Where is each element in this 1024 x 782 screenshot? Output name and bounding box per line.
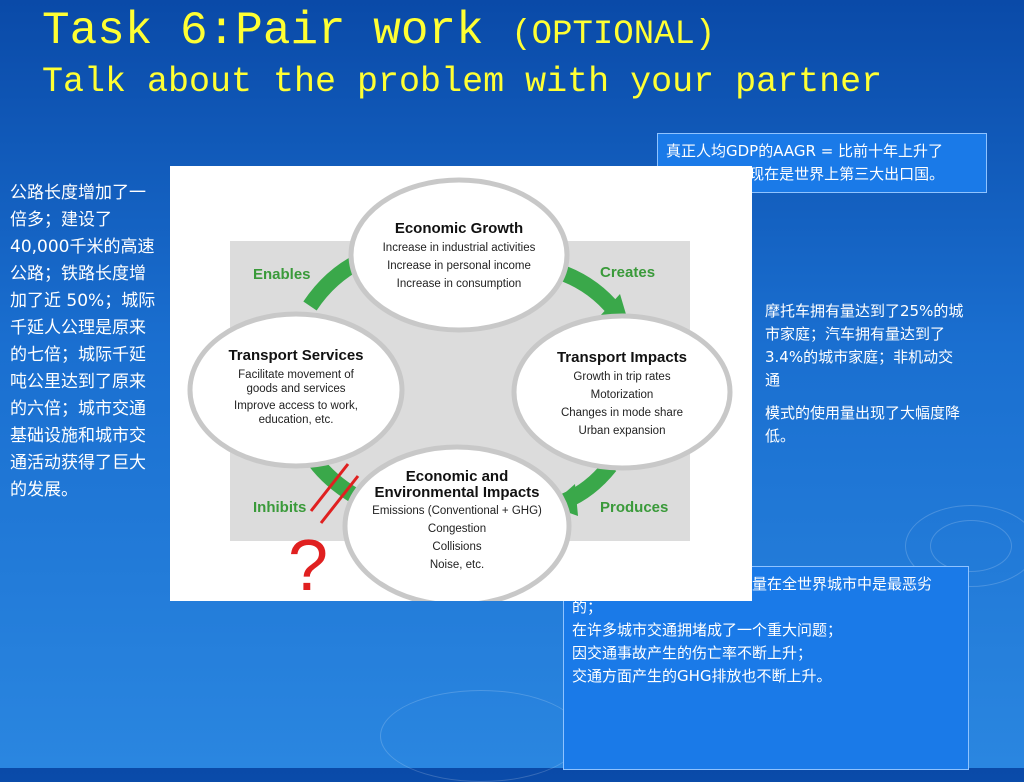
svg-text:Environmental Impacts: Environmental Impacts [374,484,539,501]
motorization-note: 摩托车拥有量达到了25%的城市家庭；汽车拥有量达到了3.4%的城市家庭；非机动交… [765,300,965,458]
svg-text:Urban expansion: Urban expansion [579,425,666,437]
svg-text:Increase in personal income: Increase in personal income [387,260,531,272]
label-produces: Produces [600,499,668,516]
slide-subtitle: Talk about the problem with your partner [42,61,883,102]
node-transport-services: Transport Services Facilitate movement o… [187,311,405,469]
svg-text:Increase in consumption: Increase in consumption [397,278,522,290]
node-environmental-impacts: Economic and Environmental Impacts Emiss… [342,444,572,601]
title-optional: (OPTIONAL) [511,16,716,54]
impacts-note-line: 在许多城市交通拥堵成了一个重大问题； [572,621,843,639]
svg-text:Facilitate movement of: Facilitate movement of [238,369,354,381]
svg-text:Growth in trip rates: Growth in trip rates [573,371,670,383]
svg-text:Collisions: Collisions [432,541,481,553]
impacts-note-line: 因交通事故产生的伤亡率不断上升； [572,644,813,662]
background-ripple [380,690,582,782]
title-main: Task 6:Pair work [42,5,484,57]
impacts-note-line: 交通方面产生的GHG排放也不断上升。 [572,667,832,685]
svg-text:Changes in mode share: Changes in mode share [561,407,683,419]
label-enables: Enables [253,266,311,283]
svg-text:education, etc.: education, etc. [259,414,334,426]
label-creates: Creates [600,264,655,281]
svg-text:Congestion: Congestion [428,523,486,535]
strike-mark [309,463,360,524]
motorization-note-p1: 摩托车拥有量达到了25%的城市家庭；汽车拥有量达到了3.4%的城市家庭；非机动交… [765,302,964,389]
motorization-note-p2: 模式的使用量出现了大幅度降低。 [765,404,961,445]
svg-text:Noise, etc.: Noise, etc. [430,559,484,571]
node-transport-impacts: Transport Impacts Growth in trip rates M… [511,313,733,471]
svg-text:Motorization: Motorization [591,389,654,401]
svg-text:Transport Services: Transport Services [228,347,363,364]
label-inhibits: Inhibits [253,499,306,516]
title-line: Task 6:Pair work (OPTIONAL) [42,6,882,57]
svg-text:goods and services: goods and services [246,383,345,395]
svg-text:Increase in industrial activit: Increase in industrial activities [383,242,536,254]
node-title: Economic Growth [395,220,523,237]
svg-text:Economic and: Economic and [406,468,509,485]
question-mark: ? [288,526,329,606]
slide-title: Task 6:Pair work (OPTIONAL) Talk about t… [42,6,882,101]
svg-text:Transport Impacts: Transport Impacts [557,349,687,366]
svg-text:Emissions (Conventional + GHG): Emissions (Conventional + GHG) [372,505,542,517]
transport-cycle-diagram: Enables Creates Produces Inhibits Econom… [170,166,752,601]
svg-text:Improve access to work,: Improve access to work, [234,400,358,412]
node-economic-growth: Economic Growth Increase in industrial a… [348,177,570,333]
infrastructure-note: 公路长度增加了一倍多；建设了40,000千米的高速公路；铁路长度增加了近 50%… [10,183,156,500]
